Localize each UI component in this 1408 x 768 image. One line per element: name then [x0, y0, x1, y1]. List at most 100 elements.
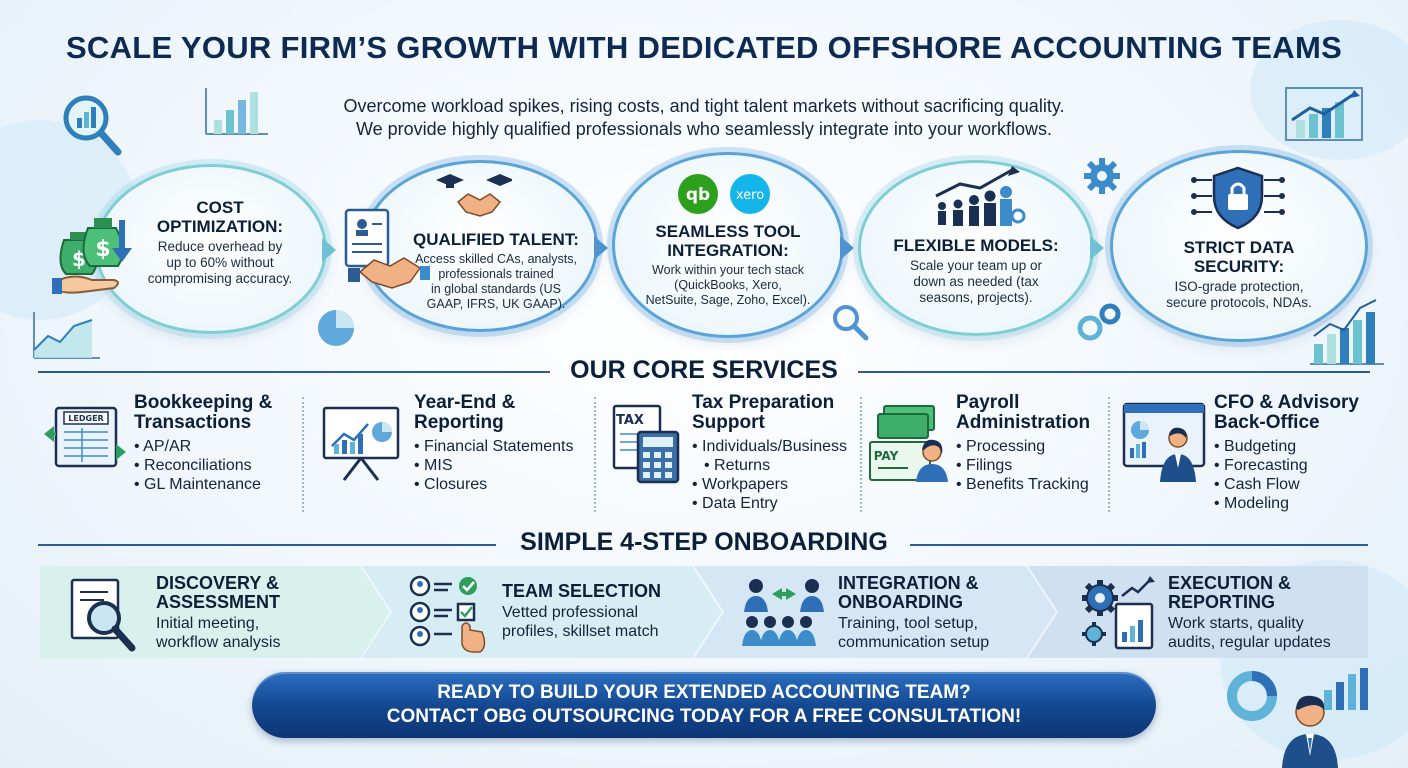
- step-title: INTEGRATION & ONBOARDING: [838, 574, 1038, 612]
- service-title-line: Bookkeeping &: [134, 392, 273, 413]
- feature-title-line: SECURITY:: [1193, 257, 1285, 276]
- service-title-line: Payroll: [956, 392, 1020, 413]
- step-desc-line: Training, tool setup,: [838, 615, 978, 632]
- feature-title: COST OPTIMIZATION:: [132, 198, 308, 236]
- flow-arrow: [1090, 236, 1104, 260]
- service-items: Financial Statements MIS Closures: [414, 437, 594, 494]
- step-desc-line: Work starts, quality: [1168, 615, 1304, 632]
- feature-text: QUALIFIED TALENT: Access skilled CAs, an…: [408, 230, 584, 312]
- service-bookkeeping: Bookkeeping & Transactions AP/AR Reconci…: [134, 393, 294, 523]
- step-title: EXECUTION & REPORTING: [1168, 574, 1368, 612]
- cta-line: READY TO BUILD YOUR EXTENDED ACCOUNTING …: [437, 682, 971, 703]
- payroll-icon: PAY: [869, 405, 948, 482]
- feature-text: COST OPTIMIZATION: Reduce overhead by up…: [132, 198, 308, 287]
- subtitle-line: Overcome workload spikes, rising costs, …: [343, 96, 1065, 116]
- service-title: Year-End & Reporting: [414, 393, 594, 433]
- feature-title: STRICT DATA SECURITY:: [1144, 238, 1334, 276]
- presentation-board-icon: [322, 406, 400, 481]
- feature-title: SEAMLESS TOOL INTEGRATION:: [630, 222, 826, 260]
- step-title-line: REPORTING: [1168, 592, 1276, 612]
- feature-description: Work within your tech stack (QuickBooks,…: [630, 263, 826, 308]
- step-title: DISCOVERY & ASSESSMENT: [156, 574, 356, 612]
- service-item: Workpapers: [692, 475, 864, 494]
- gear-icon: [1084, 158, 1120, 194]
- step-title-line: EXECUTION &: [1168, 573, 1292, 593]
- service-item: Individuals/Business: [692, 437, 864, 456]
- pie-chart-icon: [318, 310, 354, 346]
- feature-description: Scale your team up or down as needed (ta…: [886, 258, 1066, 306]
- service-title-line: Year-End &: [414, 392, 516, 413]
- advisor-dashboard-icon: [1122, 402, 1206, 482]
- service-year-end-reporting: Year-End & Reporting Financial Statement…: [414, 393, 594, 523]
- step-description: Work starts, quality audits, regular upd…: [1168, 614, 1368, 652]
- feature-desc-line: NetSuite, Sage, Zoho, Excel).: [645, 293, 811, 307]
- service-divider: [1108, 397, 1110, 512]
- growth-chart-icon: [1285, 87, 1363, 141]
- flow-arrow: [322, 238, 336, 262]
- svg-text:$: $: [95, 237, 110, 262]
- service-item: Modeling: [1214, 494, 1374, 513]
- service-title-line: Back-Office: [1214, 412, 1320, 433]
- service-divider: [594, 397, 596, 512]
- ledger-icon: LEDGER: [44, 406, 126, 468]
- service-item: Filings: [956, 456, 1116, 475]
- ledger-icon-label: LEDGER: [68, 414, 103, 423]
- feature-cost-optimization: [95, 164, 327, 334]
- feature-text: SEAMLESS TOOL INTEGRATION: Work within y…: [630, 222, 826, 308]
- step-execution: EXECUTION & REPORTING Work starts, quali…: [1168, 574, 1368, 652]
- feature-flexible-models: [858, 160, 1094, 336]
- team-growth-icon: [935, 166, 1026, 226]
- feature-desc-line: secure protocols, NDAs.: [1166, 295, 1312, 310]
- service-item: Processing: [956, 437, 1116, 456]
- feature-desc-line: down as needed (tax: [913, 274, 1039, 289]
- service-item: Budgeting: [1214, 437, 1374, 456]
- pay-icon-label: PAY: [874, 449, 899, 463]
- feature-desc-line: up to 60% without: [166, 255, 274, 270]
- service-item: GL Maintenance: [134, 475, 294, 494]
- handshake-icon: [344, 174, 512, 289]
- service-item-continuation: Returns: [692, 456, 864, 475]
- step-title: TEAM SELECTION: [502, 582, 702, 601]
- feature-description: Access skilled CAs, analysts, profession…: [408, 252, 584, 312]
- feature-desc-line: Access skilled CAs, analysts,: [415, 252, 577, 266]
- section-rule: [858, 371, 1370, 373]
- feature-desc-line: GAAP, IFRS, UK GAAP).: [426, 297, 566, 311]
- feature-title-line: QUALIFIED TALENT:: [413, 230, 579, 249]
- xero-logo-text: xero: [736, 188, 764, 203]
- feature-desc-line: Scale your team up or: [909, 258, 1043, 273]
- feature-title: FLEXIBLE MODELS:: [886, 236, 1066, 255]
- money-bag-icon: $ $: [52, 218, 132, 294]
- feature-title: QUALIFIED TALENT:: [408, 230, 584, 249]
- step-band-segment: [40, 566, 390, 658]
- feature-title-line: SEAMLESS TOOL: [655, 222, 801, 241]
- services-heading: OUR CORE SERVICES: [570, 356, 838, 384]
- profile-checklist-icon: [409, 575, 486, 653]
- service-title-line: Tax Preparation: [692, 392, 835, 413]
- cta-button[interactable]: READY TO BUILD YOUR EXTENDED ACCOUNTING …: [252, 672, 1156, 738]
- step-team-selection: TEAM SELECTION Vetted professional profi…: [502, 582, 702, 641]
- service-item: Closures: [414, 475, 594, 494]
- page-title: SCALE YOUR FIRM’S GROWTH WITH DEDICATED …: [65, 30, 1343, 65]
- service-item: MIS: [414, 456, 594, 475]
- step-desc-line: communication setup: [838, 634, 990, 651]
- area-chart-icon: [33, 312, 100, 359]
- cta-line: CONTACT OBG OUTSOURCING TODAY FOR A FREE…: [386, 706, 1022, 727]
- feature-title-line: STRICT DATA: [1183, 238, 1295, 257]
- feature-desc-line: compromising accuracy.: [147, 271, 293, 286]
- step-description: Initial meeting, workflow analysis: [156, 614, 356, 652]
- service-title-line: Support: [692, 412, 765, 433]
- step-desc-line: Initial meeting,: [156, 615, 260, 632]
- service-items: Individuals/Business Returns Workpapers …: [692, 437, 864, 513]
- team-integration-icon: [742, 579, 824, 646]
- feature-text: STRICT DATA SECURITY: ISO-grade protecti…: [1144, 238, 1334, 311]
- section-rule: [38, 544, 496, 546]
- step-desc-line: profiles, skillset match: [502, 623, 659, 640]
- quickbooks-logo-text: qb: [686, 185, 710, 205]
- feature-desc-line: in global standards (US: [431, 282, 561, 296]
- feature-title-line: INTEGRATION:: [667, 241, 789, 260]
- flow-arrow: [594, 236, 608, 260]
- service-title-line: Administration: [956, 412, 1091, 433]
- service-title: CFO & Advisory Back-Office: [1214, 393, 1374, 433]
- magnifier-chart-icon: [63, 95, 122, 156]
- feature-title-line: FLEXIBLE MODELS:: [893, 236, 1059, 255]
